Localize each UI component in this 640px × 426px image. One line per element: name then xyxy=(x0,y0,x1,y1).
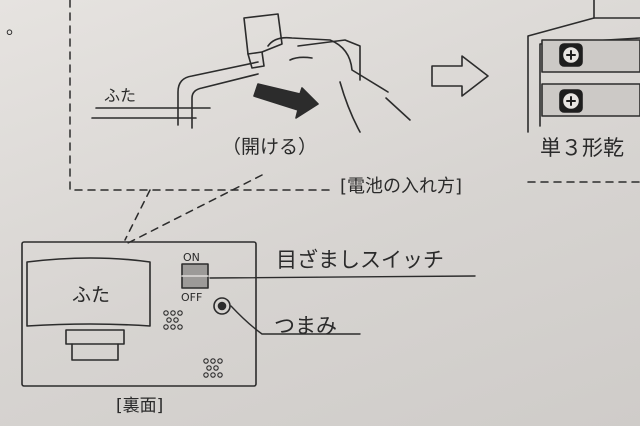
open-arrow xyxy=(253,83,319,119)
switch-on-label: ON xyxy=(183,251,200,264)
lid-label-top: ふた xyxy=(104,86,137,105)
battery-compartment xyxy=(527,0,640,133)
battery-caption: 単３形乾 xyxy=(540,136,624,160)
top-left-fragment: 。 xyxy=(6,18,24,39)
clock-back-view xyxy=(21,241,476,387)
hand-illustration xyxy=(267,36,411,133)
alarm-switch-label: 目ざましスイッチ xyxy=(276,248,444,272)
hollow-arrow xyxy=(431,55,489,97)
open-caption: （開ける） xyxy=(222,136,318,158)
clock-top-illustration xyxy=(91,13,361,129)
switch-off-label: OFF xyxy=(181,291,203,304)
knob-label: つまみ xyxy=(274,314,337,338)
lid-label-back: ふた xyxy=(72,284,111,306)
speaker-holes xyxy=(163,310,223,378)
back-side-caption: [裏面] xyxy=(116,396,164,416)
dashed-frame xyxy=(69,0,640,244)
battery-insert-heading: [電池の入れ方] xyxy=(340,176,463,197)
